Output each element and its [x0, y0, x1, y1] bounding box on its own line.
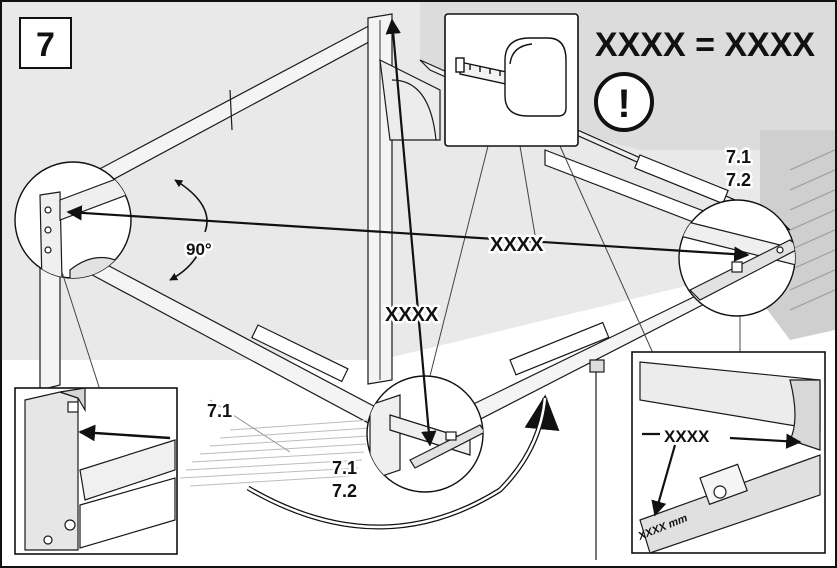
hatched-track-area	[179, 399, 371, 487]
curved-arrow-inner	[247, 397, 547, 529]
diagonal-measurements	[66, 18, 750, 447]
warning-symbol: !	[617, 82, 630, 126]
tape-measure-detail-box	[444, 13, 579, 147]
exclamation-circle-icon: !	[594, 72, 654, 132]
ref-label-bottom-left: 7.1	[207, 401, 232, 421]
step-number-box: 7	[19, 17, 72, 69]
tape-measure-icon	[455, 37, 567, 117]
detail-measure-label: XXXX	[664, 427, 710, 446]
ref-label-bottom-center-1: 7.1	[332, 458, 357, 478]
angle-label: 90°	[186, 240, 212, 259]
detail-inset-left	[14, 387, 178, 555]
diagonal-label-a: XXXX	[490, 234, 544, 256]
ref-label-top-right-1: 7.1	[726, 147, 751, 167]
equality-note: XXXX = XXXX	[595, 26, 815, 64]
ref-label-bottom-center-2: 7.2	[332, 481, 357, 501]
ref-label-top-right-2: 7.2	[726, 170, 751, 190]
detail-inset-right: XXXX XXXX mm	[631, 351, 826, 554]
step-number: 7	[36, 26, 55, 64]
diagonal-label-b: XXXX	[385, 304, 439, 326]
